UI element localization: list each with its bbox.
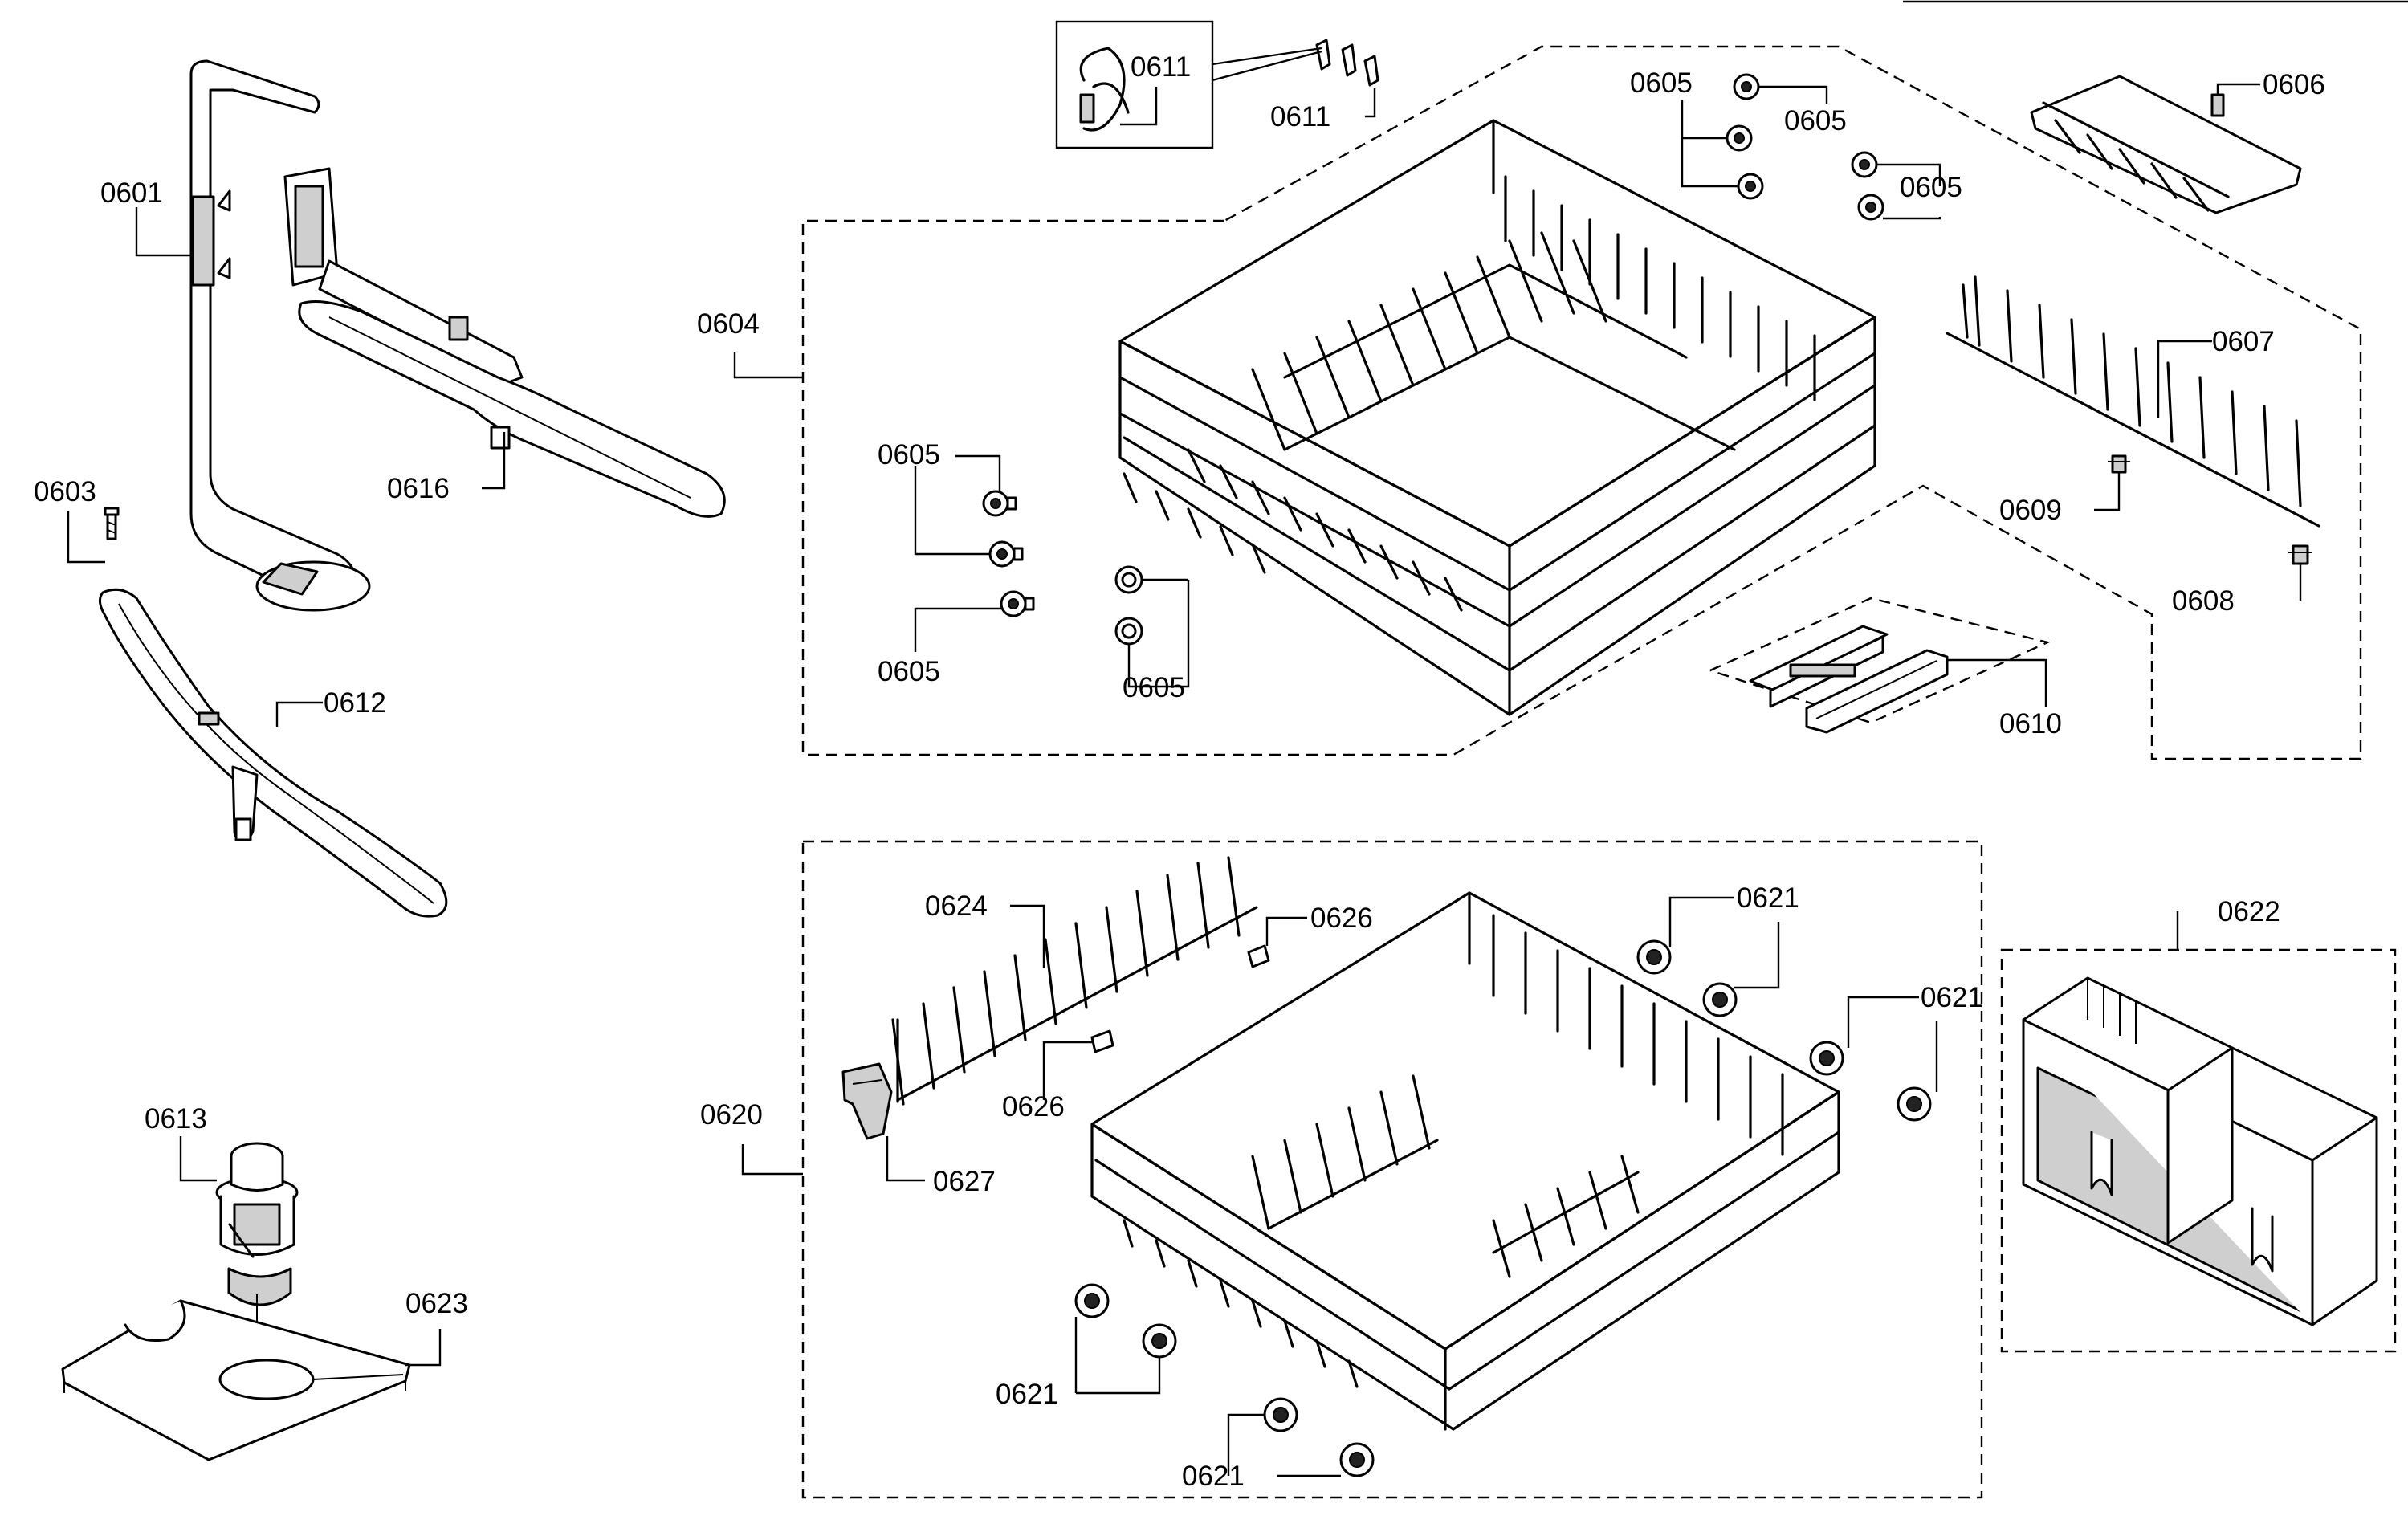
label-0605-left-top: 0605 xyxy=(878,439,940,471)
upper-spray-arm-0616 xyxy=(283,167,726,518)
wheel xyxy=(1636,939,1672,975)
label-0623: 0623 xyxy=(405,1288,468,1319)
lower-rack-wheels xyxy=(1074,939,1932,1477)
label-0605-left-bottom: 0605 xyxy=(878,656,940,687)
upper-rack-basket xyxy=(1118,119,1876,716)
rack-handle-group-outline xyxy=(1709,597,2051,724)
cup-shelf-0606 xyxy=(2030,75,2302,214)
roller xyxy=(988,540,1024,568)
label-0605-top-3: 0605 xyxy=(1900,172,1962,203)
roller xyxy=(1000,590,1035,617)
lower-clip-0626-b xyxy=(1090,1029,1114,1053)
label-0621-bottom-1: 0621 xyxy=(996,1379,1058,1410)
label-0622: 0622 xyxy=(2218,896,2280,927)
spray-supply-pipe-0601 xyxy=(189,59,371,612)
filter-plate-0623 xyxy=(61,1299,411,1461)
roller xyxy=(1733,73,1760,100)
wheel xyxy=(1702,982,1738,1017)
lower-spray-arm-0612 xyxy=(99,588,448,918)
leader-lines xyxy=(67,47,2302,1477)
folding-tines-0607 xyxy=(1946,275,2320,528)
label-0624: 0624 xyxy=(925,890,988,922)
lower-rack-plate-tines xyxy=(1251,1074,1640,1278)
upper-rack-group-outline xyxy=(801,45,2362,760)
filter-cylinder-0613 xyxy=(215,1142,299,1377)
label-0611-inset: 0611 xyxy=(1131,51,1191,83)
label-0605-left-pair: 0605 xyxy=(1123,672,1185,703)
wheel xyxy=(1339,1442,1375,1477)
tine-clip-0608 xyxy=(2288,544,2312,565)
wheel xyxy=(1809,1041,1844,1076)
callout-labels: 0601 0603 0616 0612 0613 0623 0604 0605 … xyxy=(34,51,2325,1492)
label-0620: 0620 xyxy=(700,1099,763,1131)
roller xyxy=(1851,151,1878,178)
lower-folding-tines-0624 xyxy=(891,856,1258,1106)
label-0606: 0606 xyxy=(2263,69,2325,100)
label-0601: 0601 xyxy=(100,177,163,209)
small-clips-0611 xyxy=(1315,39,1379,87)
wheel xyxy=(1074,1283,1110,1318)
latch-0627 xyxy=(841,1062,893,1140)
roller xyxy=(1726,124,1753,152)
upper-rack-rollers-right xyxy=(1726,73,1884,221)
label-0616: 0616 xyxy=(387,473,450,504)
label-0627: 0627 xyxy=(933,1166,996,1197)
label-0608: 0608 xyxy=(2172,585,2235,617)
label-0607: 0607 xyxy=(2212,326,2275,357)
lower-rack-group-outline xyxy=(801,840,1983,1499)
roller xyxy=(982,490,1017,517)
label-0612: 0612 xyxy=(324,687,386,719)
upper-rack-hooks xyxy=(1123,472,1266,574)
roller xyxy=(1737,173,1764,200)
label-0626-top: 0626 xyxy=(1310,903,1373,934)
lower-rack-basket xyxy=(1090,891,1840,1431)
label-0621-top-1: 0621 xyxy=(1737,882,1799,914)
upper-rack-center-tines xyxy=(1187,231,1736,612)
cutlery-basket-group-outline xyxy=(2000,948,2397,1353)
lower-rack-back-wires xyxy=(1492,914,1784,1156)
roller xyxy=(1114,565,1143,594)
label-0621-bottom-2: 0621 xyxy=(1182,1461,1245,1492)
cutlery-basket-0622 xyxy=(2022,976,2378,1326)
tine-clip-0609 xyxy=(2108,454,2130,474)
label-0604: 0604 xyxy=(697,308,760,340)
wheel xyxy=(1142,1323,1177,1359)
screw-0603 xyxy=(104,507,120,540)
rail-clip-0611-inset xyxy=(1079,47,1130,132)
clip-inset-frame xyxy=(1055,20,1214,149)
roller xyxy=(1114,617,1143,646)
upper-rack-rollers-left xyxy=(982,490,1143,646)
label-0605-top-2: 0605 xyxy=(1784,105,1847,137)
label-0613: 0613 xyxy=(145,1103,207,1135)
label-0605-top-1: 0605 xyxy=(1630,67,1693,99)
roller xyxy=(1857,194,1884,221)
label-0603: 0603 xyxy=(34,476,96,507)
label-0626-bottom: 0626 xyxy=(1002,1091,1065,1123)
label-0610: 0610 xyxy=(1999,708,2062,740)
lower-clip-0626-a xyxy=(1247,944,1270,968)
label-0621-top-2: 0621 xyxy=(1921,982,1983,1013)
lower-rack-front-hooks xyxy=(1123,1219,1359,1388)
wheel xyxy=(1263,1397,1298,1432)
rack-handle-0610 xyxy=(1749,625,1949,734)
label-0611-clips: 0611 xyxy=(1270,101,1330,132)
label-0609: 0609 xyxy=(1999,495,2062,526)
upper-rack-back-tines xyxy=(1504,175,1816,401)
wheel xyxy=(1897,1086,1932,1122)
